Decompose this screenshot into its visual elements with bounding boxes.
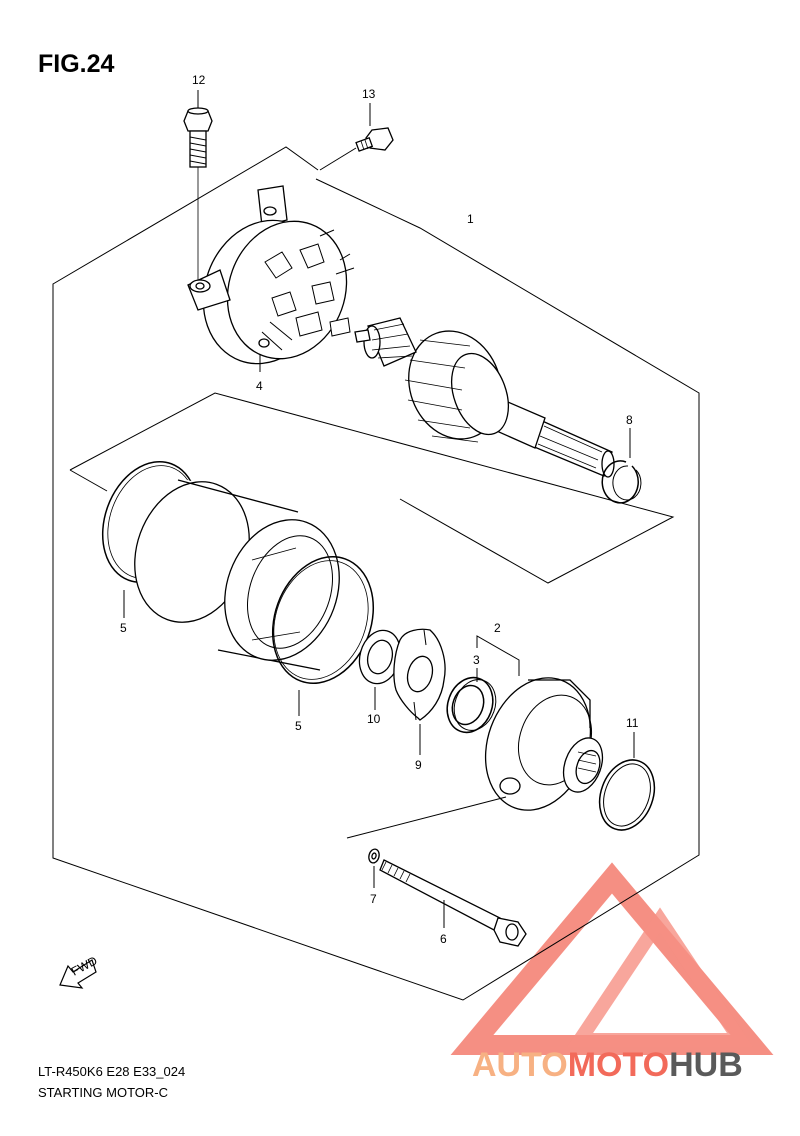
- callout-3: 3: [473, 653, 480, 667]
- callout-13: 13: [362, 87, 376, 101]
- through-bolt-6: [379, 859, 527, 947]
- watermark-part-moto: MOTO: [567, 1046, 670, 1084]
- o-ring-11: [598, 732, 656, 831]
- fwd-arrow: [59, 959, 97, 989]
- figure-title: FIG.24: [38, 50, 115, 78]
- callout-2: 2: [494, 621, 501, 635]
- armature: [354, 317, 615, 478]
- bolt-leader: [346, 796, 507, 839]
- callout-11: 11: [626, 716, 639, 730]
- washer-7: [368, 848, 380, 888]
- callout-4: 4: [256, 379, 263, 393]
- callout-7: 7: [370, 892, 377, 906]
- callout-5-left: 5: [120, 621, 127, 635]
- callout-8: 8: [626, 413, 633, 427]
- callout-10: 10: [367, 712, 381, 726]
- screw-13: [355, 103, 394, 152]
- callout-1: 1: [467, 212, 474, 226]
- model-code: LT-R450K6 E28 E33_024: [38, 1064, 186, 1079]
- bolt-12: [183, 90, 213, 282]
- callout-6: 6: [440, 932, 447, 946]
- callout-12: 12: [192, 73, 206, 87]
- yoke-housing: [134, 478, 340, 671]
- watermark-logo: [450, 862, 774, 1055]
- front-housing-2: [476, 635, 604, 811]
- assembly-name: STARTING MOTOR-C: [38, 1085, 168, 1100]
- assembly-frame: [52, 146, 700, 1001]
- watermark-part-auto: AUTO: [472, 1046, 568, 1084]
- o-ring-5-right: [271, 556, 375, 716]
- callout-labels: 1 2 3 4 5 5 6 7 8 9 10 11 12 13: [120, 73, 639, 946]
- callout-9: 9: [415, 758, 422, 772]
- circlip-8: [601, 428, 642, 504]
- watermark-part-hub: HUB: [669, 1046, 743, 1084]
- brush-holder-4: [187, 185, 355, 372]
- oil-seal-3: [446, 668, 497, 734]
- callout-5-right: 5: [295, 719, 302, 733]
- lock-plate-9: [393, 628, 446, 755]
- watermark-text: AUTOMOTOHUB: [472, 1046, 743, 1085]
